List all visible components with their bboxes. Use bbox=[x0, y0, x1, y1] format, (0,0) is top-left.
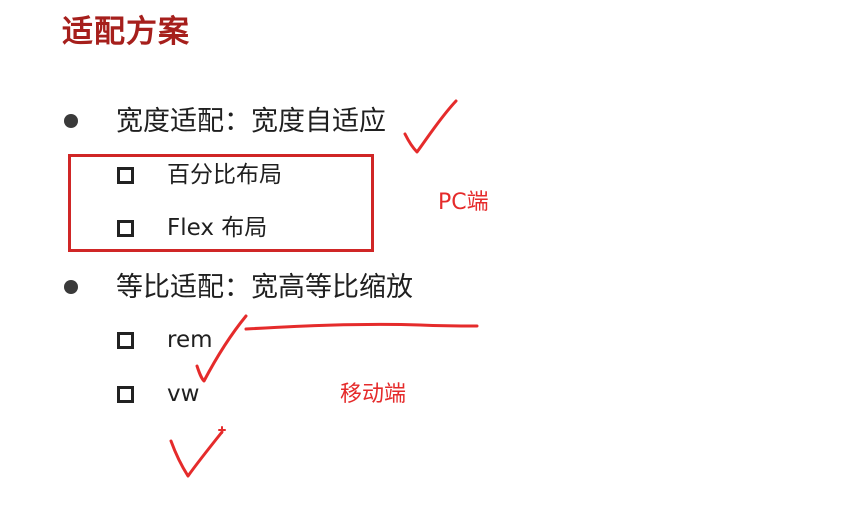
annotation-mobile: 移动端 bbox=[340, 382, 407, 407]
checkmark-icon bbox=[169, 430, 224, 478]
bullet-dot-icon bbox=[64, 280, 78, 294]
pc-highlight-box bbox=[68, 154, 374, 252]
bullet-dot-icon bbox=[64, 114, 78, 128]
square-bullet-icon bbox=[117, 385, 134, 403]
sub-item-label: rem bbox=[167, 326, 213, 353]
pen-tick-mark bbox=[218, 426, 226, 434]
underline-stroke bbox=[244, 322, 479, 331]
bullet-width-adaptation: 宽度适配：宽度自适应 bbox=[64, 101, 386, 141]
square-bullet-icon bbox=[117, 219, 134, 237]
sub-item-label: Flex 布局 bbox=[167, 214, 268, 241]
sub-item-percent-layout: 百分比布局 bbox=[117, 158, 282, 192]
sub-item-label: vw bbox=[167, 380, 200, 407]
annotation-pc: PC端 bbox=[438, 190, 489, 215]
square-bullet-icon bbox=[117, 331, 134, 349]
bullet-label: 宽度适配：宽度自适应 bbox=[116, 105, 386, 137]
bullet-proportional-adaptation: 等比适配：宽高等比缩放 bbox=[64, 267, 413, 307]
sub-item-label: 百分比布局 bbox=[167, 161, 282, 188]
sub-item-flex-layout: Flex 布局 bbox=[117, 211, 267, 245]
checkmark-icon bbox=[403, 99, 458, 154]
sub-item-vw: vw bbox=[117, 377, 199, 411]
slide-title: 适配方案 bbox=[62, 14, 190, 50]
square-bullet-icon bbox=[117, 166, 134, 184]
sub-item-rem: rem bbox=[117, 323, 213, 357]
bullet-label: 等比适配：宽高等比缩放 bbox=[116, 271, 413, 303]
